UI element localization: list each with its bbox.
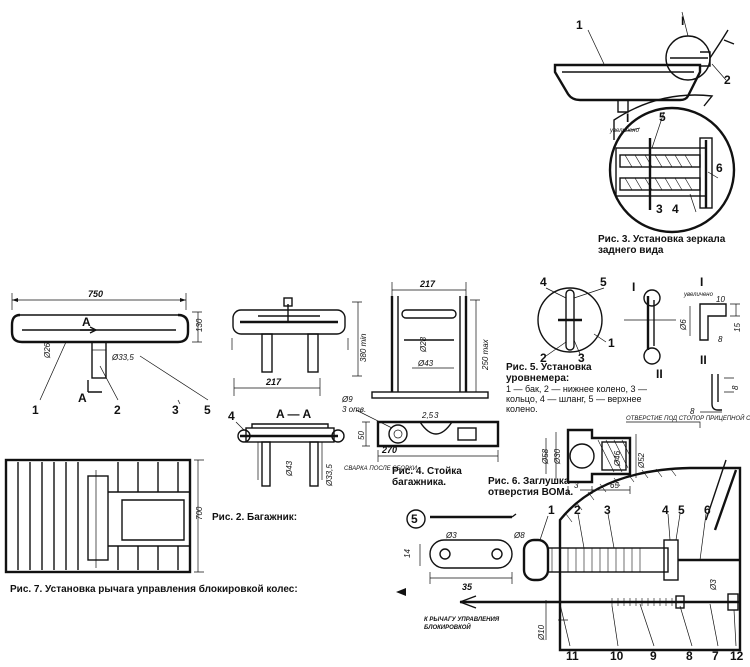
fig7-direction-note: К РЫЧАГУ УПРАВЛЕНИЯ БЛОКИРОВКОЙ [424, 617, 500, 631]
fig6-dim-d30: Ø30 [553, 448, 562, 465]
fig2-weld-note: СВАРКА ПОСЛЕ СБОРКИ [344, 466, 418, 472]
fig7-label-5-circled: 5 [411, 512, 418, 526]
fig2-label-1: 1 [32, 403, 39, 417]
fig2-dim-d26: Ø26 [43, 342, 52, 359]
fig2-dim-380min: 380 min [359, 333, 368, 362]
fig3-label-2: 2 [724, 73, 731, 87]
caption-fig2: Рис. 2. Багажник: [212, 512, 298, 523]
fig4-dim-270: 270 [381, 445, 397, 455]
fig2-label-2: 2 [114, 403, 121, 417]
fig3-label-I-enlarged: I [626, 111, 629, 125]
fig7-dim-d8: Ø8 [513, 531, 525, 540]
fig2-dim-750: 750 [88, 289, 103, 299]
fig2-section-A-bottom: A [78, 391, 87, 405]
fig7-dim-d3: Ø3 [445, 531, 457, 540]
fig5-label-II: II [656, 367, 663, 381]
fig4-dim-d28: Ø28 [419, 336, 428, 353]
caption-fig5: Рис. 5. Установка уровнемера: 1 — бак, 2… [506, 362, 656, 414]
fig7-label-11: 11 [566, 649, 579, 663]
fig7-label-1: 1 [548, 503, 555, 517]
fig3-label-3: 3 [656, 202, 663, 216]
fig4-dim-250max: 250 max [481, 338, 490, 371]
fig5-label-4: 4 [540, 275, 547, 289]
fig5-label-I: I [632, 280, 635, 294]
caption-fig6: Рис. 6. Заглушка отверстия ВОМа. [488, 476, 574, 498]
fig5-label-2: 2 [540, 351, 547, 365]
fig2-dim-700: 700 [195, 506, 204, 520]
caption-fig3: Рис. 3. Установка зеркала заднего вида [598, 234, 726, 256]
fig2-dim-d33-5: Ø33,5 [111, 353, 134, 362]
fig7-label-4: 4 [662, 503, 669, 517]
fig2-label-5: 5 [204, 403, 211, 417]
caption-fig5-title: Рис. 5. Установка уровнемера: [506, 362, 592, 384]
fig7-dim-35: 35 [462, 582, 473, 592]
fig4-dim-50: 50 [357, 431, 366, 440]
fig5-label-II-enlarged: II [700, 353, 707, 367]
fig3-label-I: I [681, 14, 684, 28]
fig6-dim-3: 3 [574, 481, 579, 490]
fig6-hole-note: ОТВЕРСТИЕ ПОД СТОПОР ПРИЦЕПНОЙ СКОБЫ [626, 414, 750, 422]
fig5-dim-d6: Ø6 [679, 319, 688, 331]
fig2-dim-d43: Ø43 [285, 460, 294, 477]
fig7-label-8: 8 [686, 649, 693, 663]
fig5-dim-15: 15 [733, 323, 742, 332]
fig7-dim-d3-b: Ø3 [709, 579, 718, 591]
fig5-label-1: 1 [608, 336, 615, 350]
fig3-label-4: 4 [672, 202, 679, 216]
fig4-dim-217: 217 [419, 279, 436, 289]
fig7-label-6: 6 [704, 503, 711, 517]
fig6-dim-65: 65 [610, 481, 619, 490]
fig2-dim-217: 217 [265, 377, 282, 387]
fig7-label-3: 3 [604, 503, 611, 517]
fig7-dim-d10: Ø10 [537, 624, 546, 641]
fig6-dim-d52: Ø52 [637, 452, 646, 469]
fig2-dim-d33-5-b: Ø33,5 [325, 464, 334, 487]
fig2-dim-130: 130 [195, 318, 204, 332]
fig5-label-I-enlarged: I [700, 275, 703, 289]
fig7-label-2: 2 [574, 503, 581, 517]
caption-fig4: Рис. 4. Стойка багажника. [392, 466, 462, 488]
fig3-label-6: 6 [716, 161, 723, 175]
fig2-luggage-rack: 750 130 A A Ø26 Ø33,5 1 2 3 5 700 [4, 289, 418, 574]
fig3-mirror-mount: 1 I 2 I увеличено 5 6 3 4 [553, 11, 736, 234]
fig7-label-5: 5 [678, 503, 685, 517]
fig2-label-4: 4 [228, 409, 235, 423]
fig7-label-9: 9 [650, 649, 657, 663]
fig4-dim-d9: Ø9 [341, 395, 353, 404]
fig3-label-1: 1 [576, 18, 583, 32]
fig4-dim-2-5: 2,5 [421, 411, 434, 420]
fig4-dim-d43: Ø43 [417, 359, 434, 368]
caption-fig7: Рис. 7. Установка рычага управления блок… [10, 584, 298, 595]
fig5-dim-10: 10 [716, 295, 725, 304]
fig2-section-A-top: A [82, 315, 91, 329]
fig6-dim-d58: Ø58 [541, 448, 550, 465]
fig5-label-5: 5 [600, 275, 607, 289]
fig2-label-3: 3 [172, 403, 179, 417]
fig7-dim-14: 14 [403, 549, 412, 558]
fig2-section-A-A: A — A [276, 407, 311, 421]
caption-fig5-legend: 1 — бак, 2 — нижнее колено, 3 — кольцо, … [506, 384, 647, 414]
fig7-label-10: 10 [610, 649, 624, 663]
fig4-dim-3: 3 [434, 411, 439, 420]
fig5-level-gauge: 4 5 2 3 1 I II I увеличено 10 Ø6 15 8 II… [537, 275, 742, 416]
fig7-label-12: 12 [730, 649, 744, 663]
fig3-enlarged-note: увеличено [609, 128, 640, 134]
fig7-lock-lever: 5 14 35 Ø3 Ø8 Ø3 Ø10 [396, 459, 744, 663]
fig5-dim-8c: 8 [690, 407, 695, 416]
fig5-dim-8a: 8 [718, 335, 723, 344]
fig4-dim-3holes: 3 отв. [342, 405, 366, 414]
fig6-dim-d46: Ø46 [613, 450, 622, 467]
fig3-label-5: 5 [659, 110, 666, 124]
fig5-label-3: 3 [578, 351, 585, 365]
fig5-dim-8b: 8 [731, 385, 740, 390]
fig4-rack-post: 217 Ø28 Ø43 250 max 50 Ø9 3 отв. 270 2,5… [341, 279, 500, 462]
fig7-label-7: 7 [712, 649, 719, 663]
fig6-pto-plug: Ø58 Ø30 Ø46 Ø52 3 65 ОТВЕРСТИЕ ПОД СТОПО… [541, 414, 750, 494]
fig5-enlarged-note: увеличено [683, 292, 714, 298]
